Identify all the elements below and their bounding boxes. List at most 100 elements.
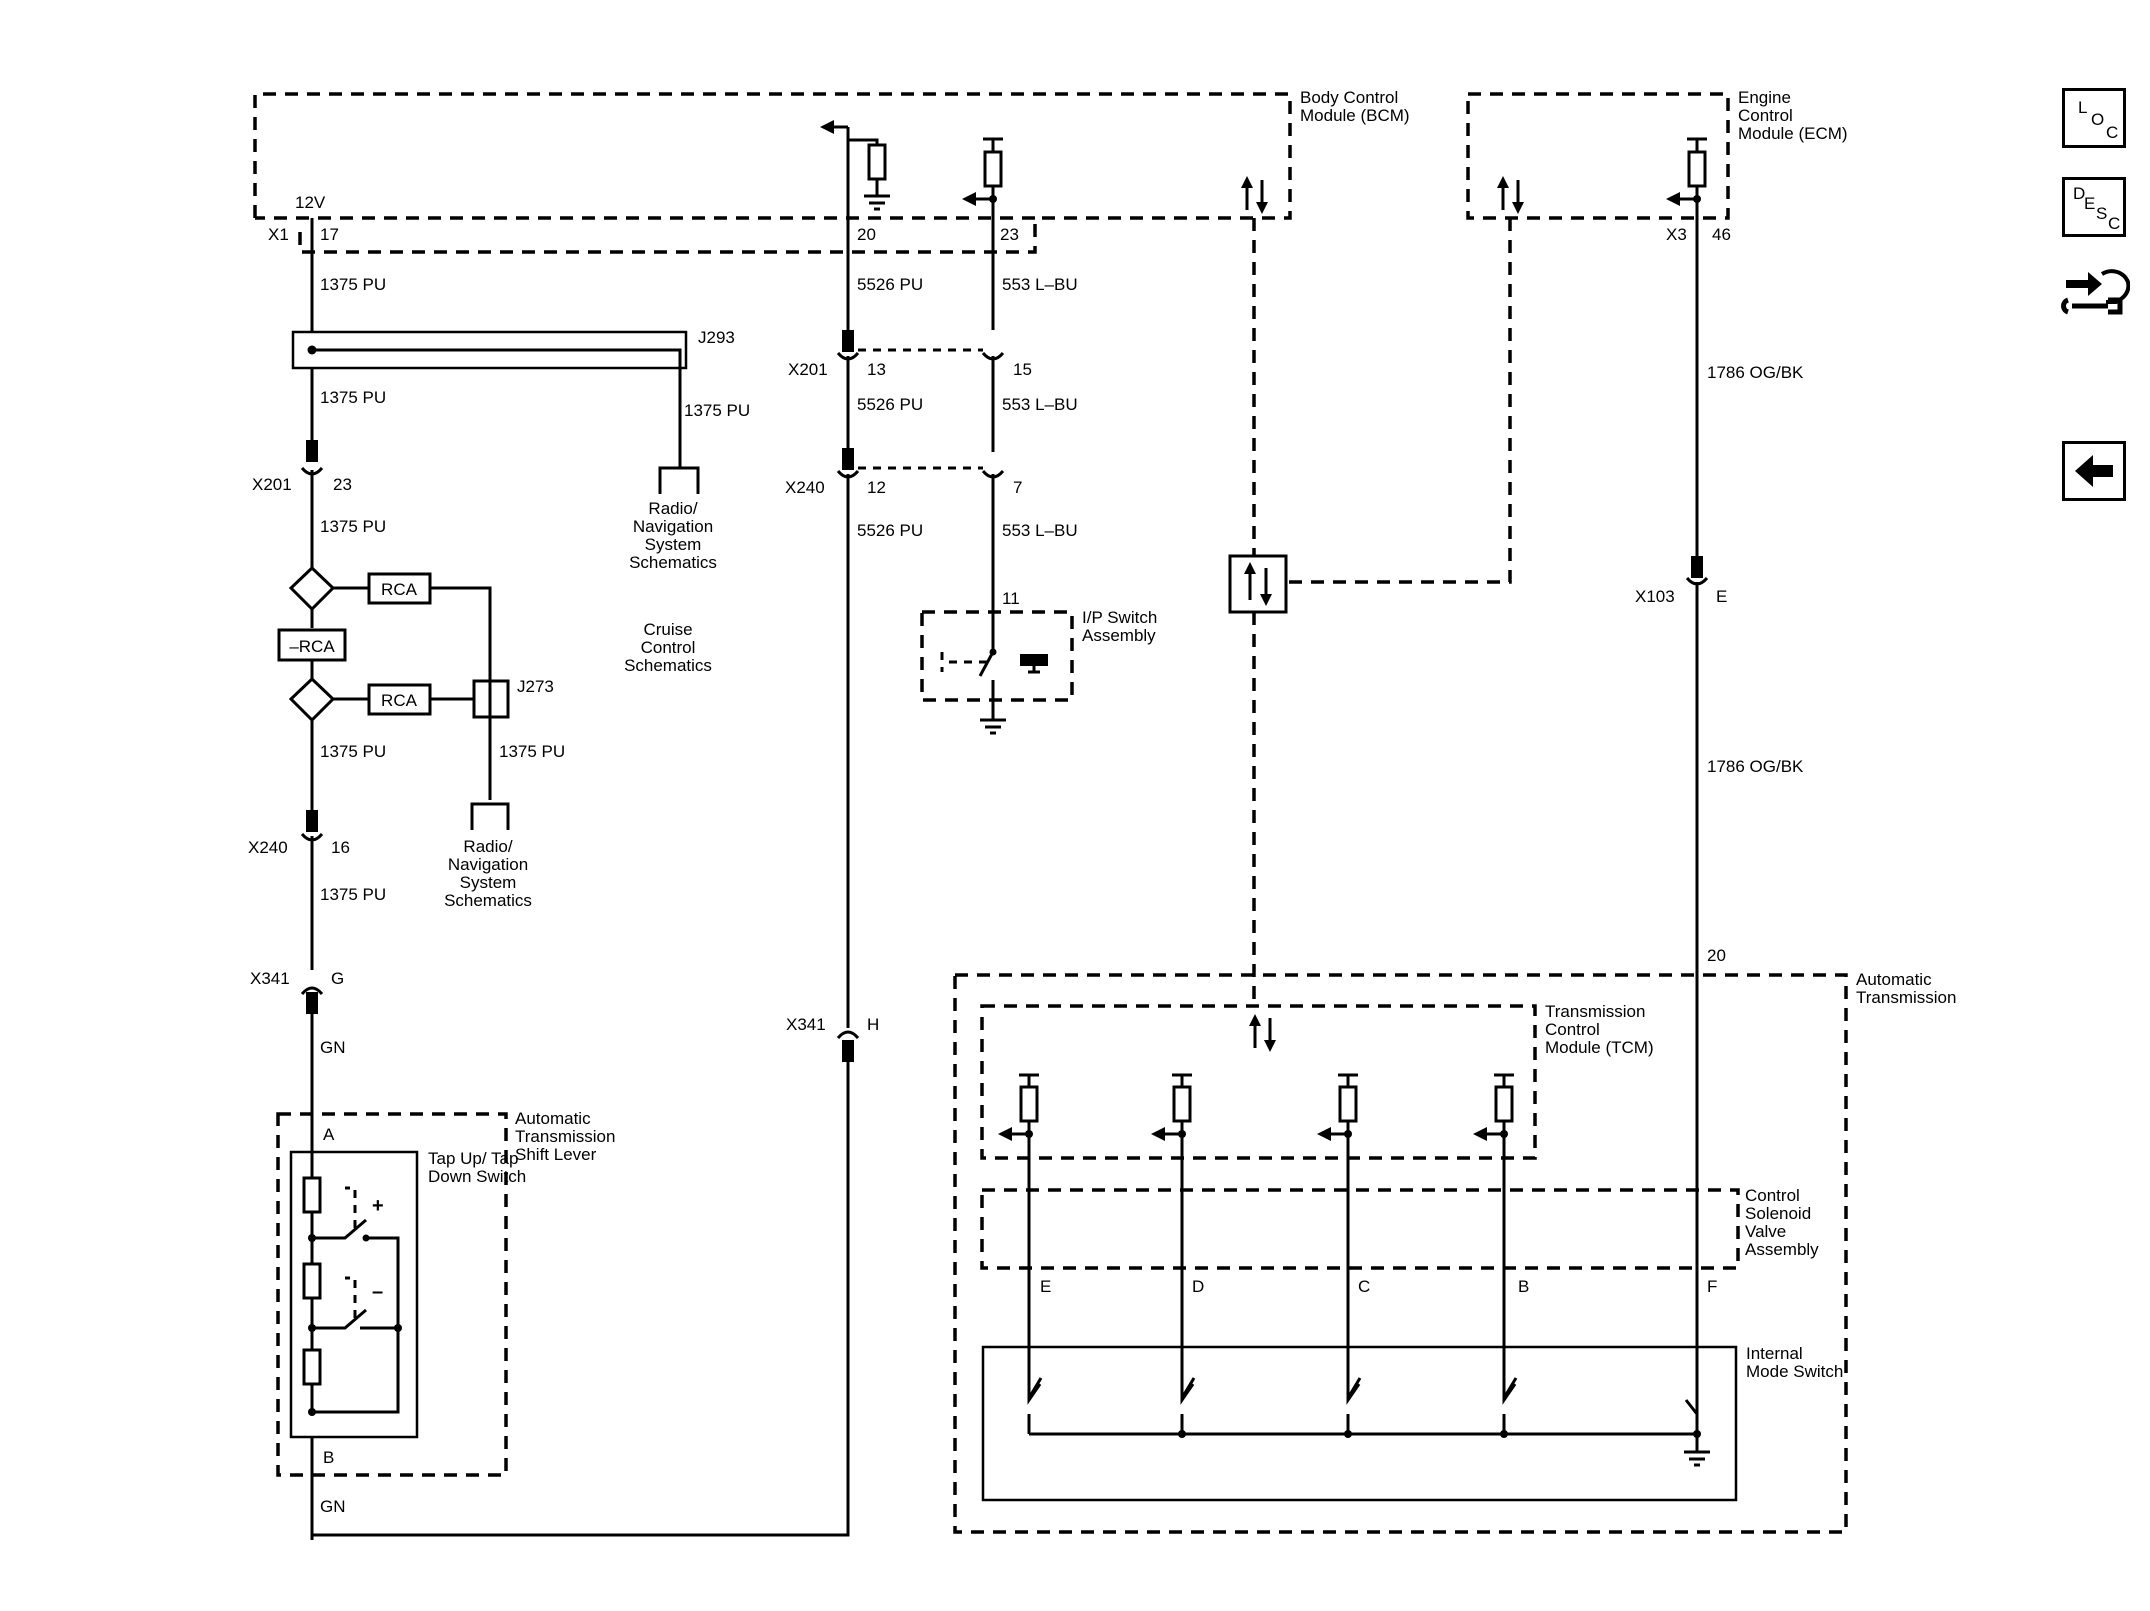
svg-text:D: D [1192, 1277, 1204, 1296]
ims-contact [1027, 1377, 1043, 1399]
svg-text:X3: X3 [1666, 225, 1687, 244]
connector-x103: X103 E [1635, 556, 1727, 1414]
troubleshooting-button[interactable] [2058, 258, 2131, 330]
bcm-ground-driver [820, 120, 890, 218]
svg-text:RCA: RCA [381, 691, 418, 710]
loc-char-o: O [2091, 110, 2105, 129]
svg-text:20: 20 [857, 225, 876, 244]
svg-text:X103: X103 [1635, 587, 1675, 606]
svg-text:X201: X201 [252, 475, 292, 494]
svg-text:C: C [1358, 1277, 1370, 1296]
svg-text:E: E [1040, 1277, 1051, 1296]
svg-text:1375 PU: 1375 PU [684, 401, 750, 420]
svg-text:X240: X240 [248, 838, 288, 857]
svg-text:E: E [1716, 587, 1727, 606]
svg-text:1786 OG/BK: 1786 OG/BK [1707, 757, 1804, 776]
svg-text:5526 PU: 5526 PU [857, 521, 923, 540]
svg-text:+: + [372, 1195, 384, 1217]
ims-contact [1346, 1377, 1362, 1399]
svg-text:X341: X341 [250, 969, 290, 988]
svg-text:GN: GN [320, 1038, 346, 1057]
loc-char-l: L [2078, 98, 2088, 117]
svg-text:12V: 12V [295, 193, 326, 212]
svg-text:553 L–BU: 553 L–BU [1002, 275, 1078, 294]
bcm-input-23 [962, 137, 1003, 218]
svg-text:1375 PU: 1375 PU [320, 388, 386, 407]
ims-pin-labels: E D C B F [1040, 1277, 1717, 1296]
tcm-channel [998, 1073, 1042, 1434]
svg-text:553 L–BU: 553 L–BU [1002, 395, 1078, 414]
svg-text:23: 23 [333, 475, 352, 494]
svg-text:RCA: RCA [381, 580, 418, 599]
ims-contact [1502, 1377, 1518, 1399]
svg-text:–RCA: –RCA [289, 637, 335, 656]
svg-text:1375 PU: 1375 PU [320, 885, 386, 904]
svg-text:X201: X201 [788, 360, 828, 379]
svg-text:B: B [1518, 1277, 1529, 1296]
svg-text:–: – [372, 1281, 383, 1303]
svg-text:A: A [323, 1125, 335, 1144]
splice-j293: J293 [291, 328, 735, 468]
svg-text:B: B [323, 1448, 334, 1467]
serial-data-bus [1228, 218, 1512, 1000]
svg-text:20: 20 [1707, 946, 1726, 965]
connector-x341-left: X341 G [250, 969, 344, 1152]
svg-text:12: 12 [867, 478, 886, 497]
svg-text:7: 7 [1013, 478, 1022, 497]
svg-text:16: 16 [331, 838, 350, 857]
loc-char-c: C [2106, 123, 2119, 142]
svg-text:1375 PU: 1375 PU [320, 517, 386, 536]
connector-x341-mid: X341 H [786, 1015, 879, 1062]
desc-char-d: D [2073, 184, 2086, 203]
left-arrow-icon [2075, 455, 2113, 487]
svg-text:15: 15 [1013, 360, 1032, 379]
svg-text:11: 11 [1002, 589, 1020, 608]
svg-text:X341: X341 [786, 1015, 826, 1034]
svg-text:GN: GN [320, 1497, 346, 1516]
svg-text:1786 OG/BK: 1786 OG/BK [1707, 363, 1804, 382]
tcm-channel [1151, 1073, 1195, 1434]
svg-text:J273: J273 [517, 677, 554, 696]
tcm-channel [1473, 1073, 1517, 1434]
svg-text:17: 17 [320, 225, 339, 244]
svg-text:J293: J293 [698, 328, 735, 347]
svg-text:1375 PU: 1375 PU [320, 742, 386, 761]
bcm-serial-data-arrows [1241, 176, 1268, 214]
svg-text:13: 13 [867, 360, 886, 379]
tcm-channels [998, 1073, 1518, 1434]
svg-text:23: 23 [1000, 225, 1019, 244]
back-button[interactable] [2062, 441, 2126, 501]
svg-text:46: 46 [1712, 225, 1731, 244]
desc-char-e: E [2084, 194, 2096, 213]
tcm-channel [1317, 1073, 1361, 1434]
description-view-button[interactable]: D E S C [2062, 177, 2126, 237]
svg-text:H: H [867, 1015, 879, 1034]
connector-x240-left: X240 16 [248, 810, 350, 970]
svg-text:1375 PU: 1375 PU [320, 275, 386, 294]
ims-contact [1180, 1377, 1196, 1399]
svg-text:5526 PU: 5526 PU [857, 275, 923, 294]
connector-x201-left: X201 23 [252, 440, 352, 574]
svg-text:X240: X240 [785, 478, 825, 497]
connector-x201-mid: X201 13 15 [788, 330, 1032, 452]
desc-char-c: C [2108, 214, 2121, 233]
desc-char-s: S [2096, 204, 2108, 223]
internal-mode-switch-circuit [1029, 1372, 1710, 1467]
svg-text:F: F [1707, 1277, 1717, 1296]
location-view-button[interactable]: L O C [2062, 88, 2126, 148]
